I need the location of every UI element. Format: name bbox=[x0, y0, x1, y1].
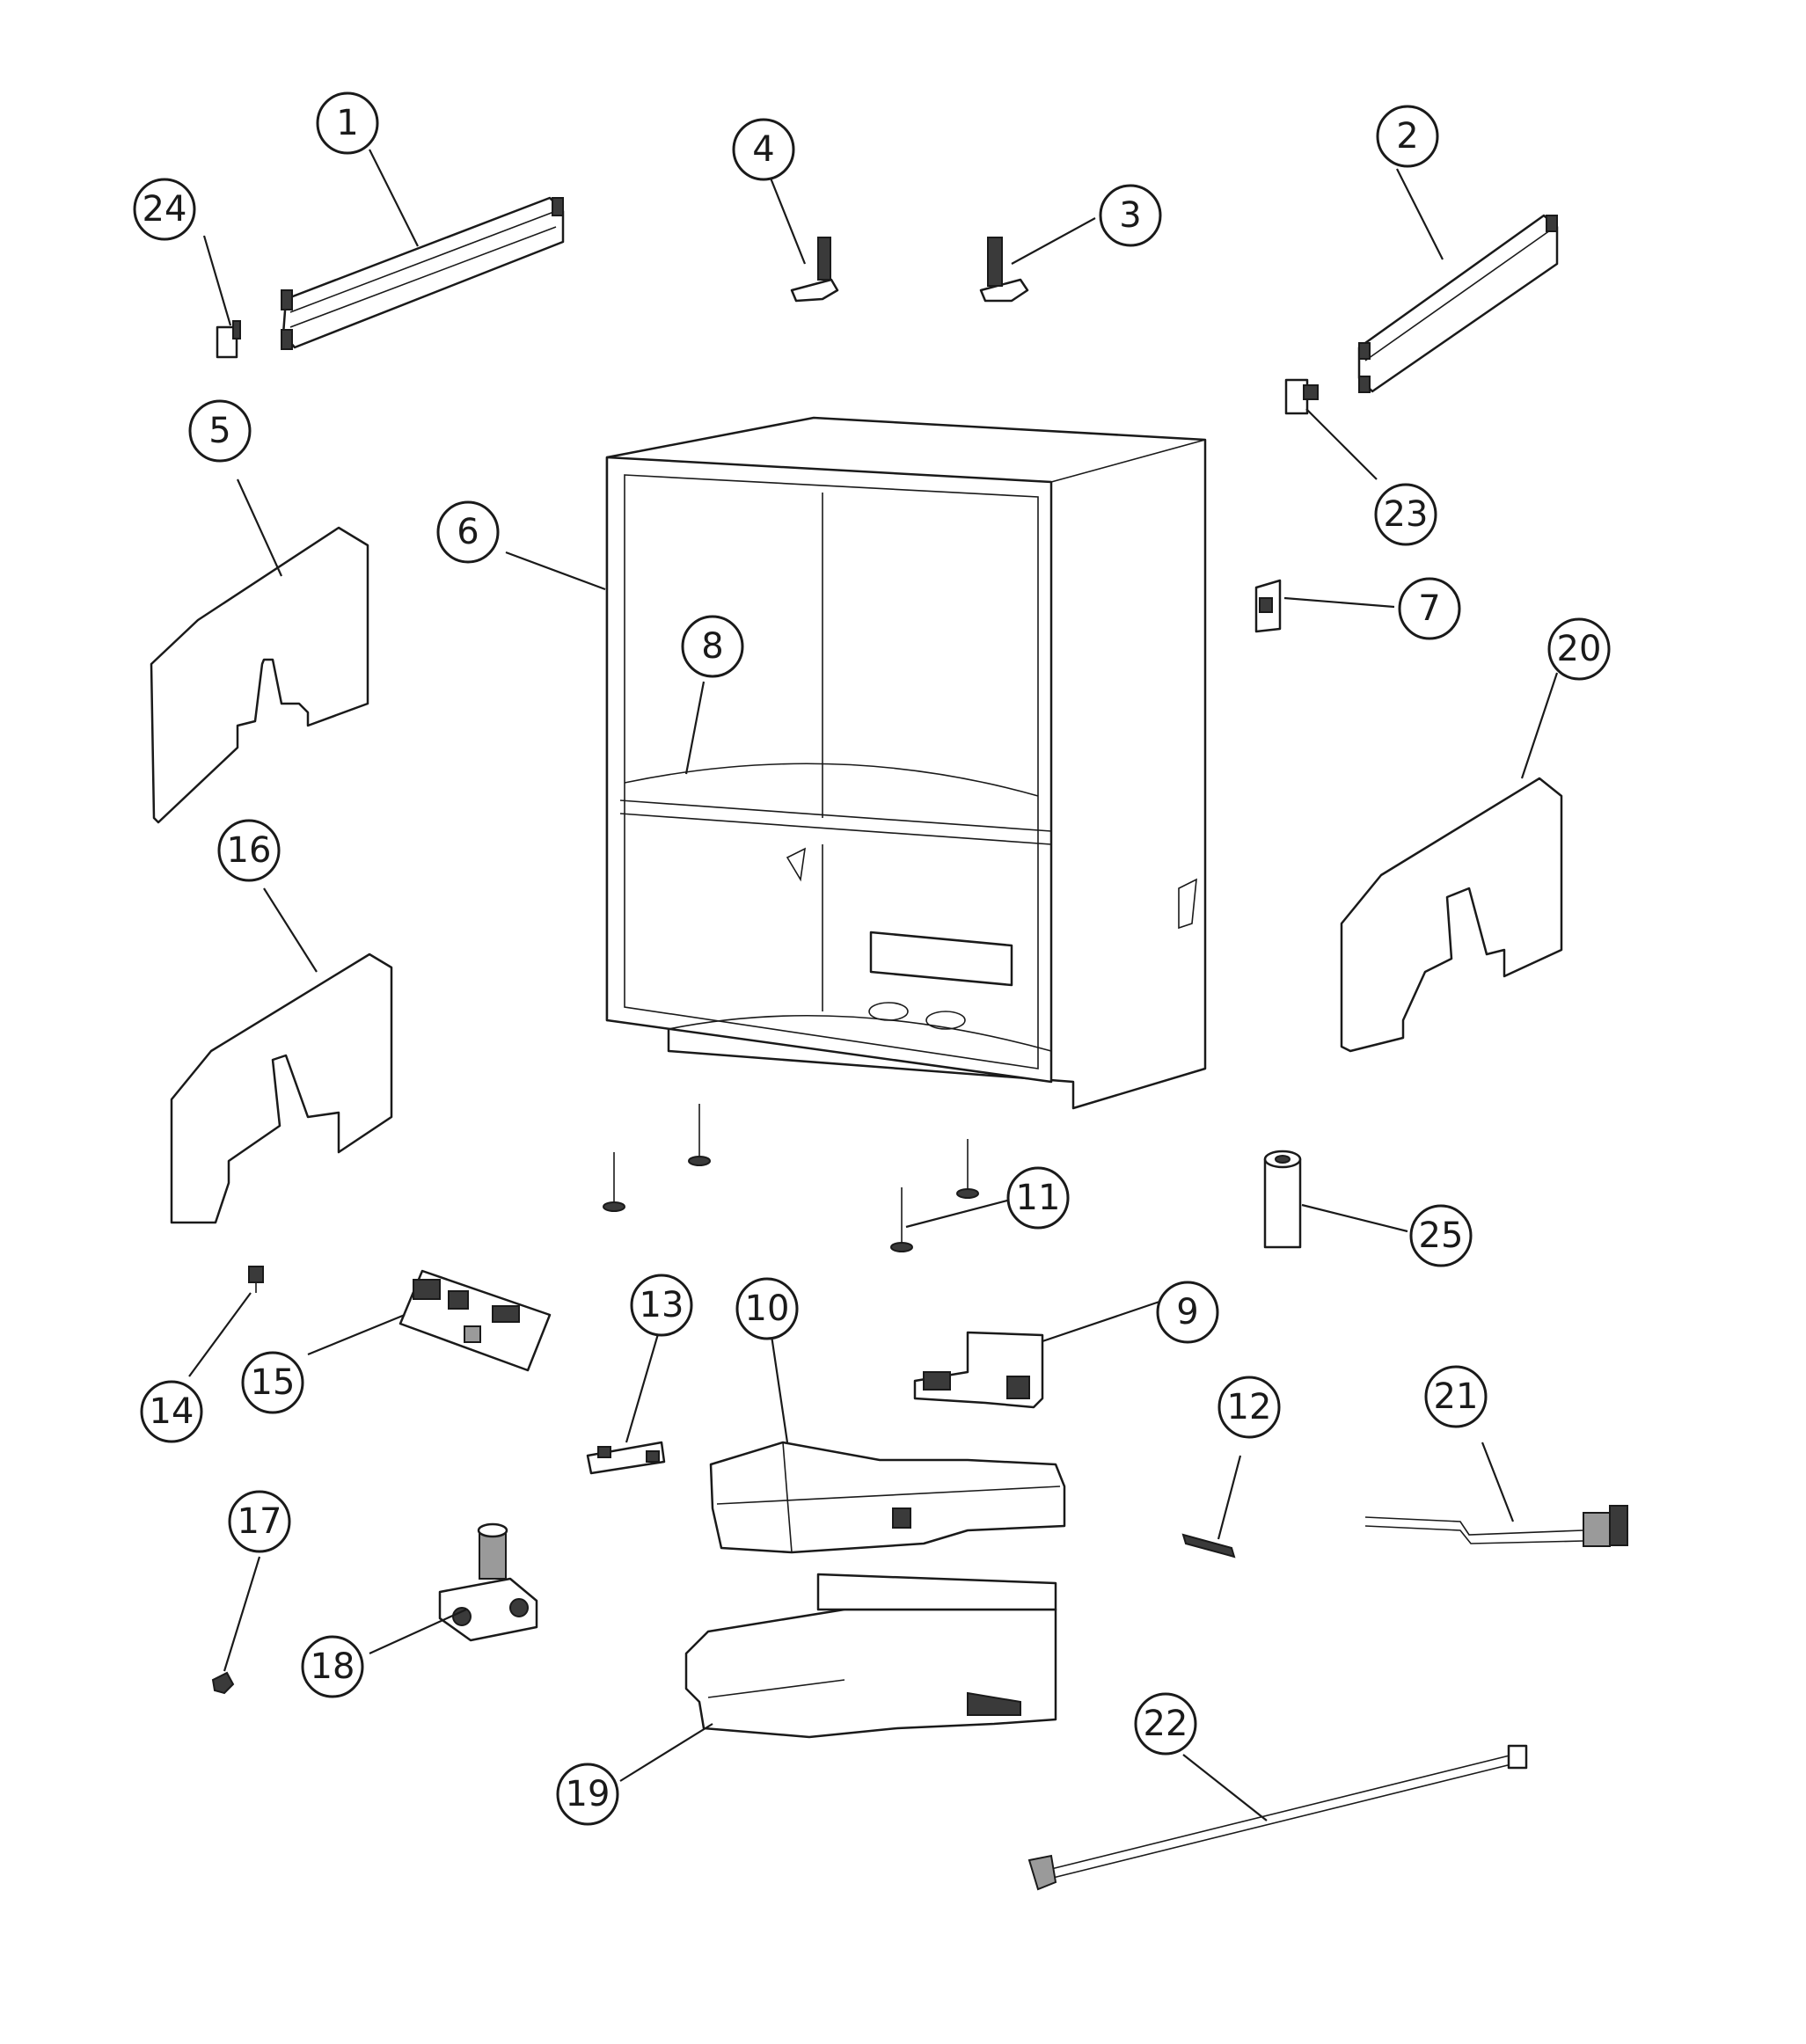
svg-text:24: 24 bbox=[143, 189, 187, 230]
part-10-dispenser bbox=[709, 1441, 1066, 1554]
svg-text:2: 2 bbox=[1396, 116, 1418, 157]
callout-16: 16 bbox=[217, 819, 281, 882]
svg-text:13: 13 bbox=[640, 1285, 684, 1325]
callout-11: 11 bbox=[1006, 1166, 1070, 1230]
callout-10: 10 bbox=[735, 1277, 799, 1340]
leader-lines bbox=[188, 149, 1559, 1821]
callout-17: 17 bbox=[228, 1490, 291, 1553]
callout-19: 19 bbox=[556, 1763, 619, 1826]
callout-24: 24 bbox=[133, 178, 196, 241]
callout-5: 5 bbox=[188, 399, 252, 463]
svg-text:12: 12 bbox=[1227, 1387, 1272, 1427]
callout-1: 1 bbox=[316, 91, 379, 155]
part-13-clip bbox=[586, 1441, 666, 1475]
part-2-rail bbox=[1357, 214, 1559, 393]
part-11-screws bbox=[603, 1104, 979, 1252]
svg-text:8: 8 bbox=[701, 626, 723, 667]
svg-text:19: 19 bbox=[566, 1774, 611, 1814]
svg-text:22: 22 bbox=[1144, 1704, 1188, 1744]
part-15-board bbox=[398, 1269, 552, 1372]
part-9-bracket bbox=[913, 1331, 1044, 1409]
svg-text:25: 25 bbox=[1419, 1215, 1464, 1256]
svg-text:7: 7 bbox=[1418, 588, 1440, 629]
svg-text:1: 1 bbox=[336, 103, 358, 143]
part-24-clip bbox=[216, 320, 241, 359]
callout-2: 2 bbox=[1376, 105, 1439, 168]
part-1-rail bbox=[281, 196, 565, 350]
callout-8: 8 bbox=[681, 615, 744, 678]
callout-22: 22 bbox=[1134, 1692, 1197, 1756]
callout-6: 6 bbox=[436, 500, 500, 564]
callout-21: 21 bbox=[1424, 1365, 1488, 1428]
part-18-valve bbox=[438, 1522, 538, 1642]
callout-20: 20 bbox=[1547, 617, 1611, 681]
svg-text:17: 17 bbox=[238, 1501, 282, 1542]
svg-text:15: 15 bbox=[251, 1362, 296, 1403]
svg-text:21: 21 bbox=[1434, 1376, 1479, 1417]
part-23-clip bbox=[1284, 378, 1319, 415]
callout-18: 18 bbox=[301, 1635, 364, 1698]
part-4-bracket bbox=[790, 237, 839, 303]
part-25-cylinder bbox=[1263, 1150, 1302, 1249]
callout-14: 14 bbox=[140, 1380, 203, 1443]
svg-text:23: 23 bbox=[1384, 494, 1429, 535]
svg-text:11: 11 bbox=[1016, 1178, 1061, 1218]
callout-13: 13 bbox=[630, 1274, 693, 1337]
part-16-panel bbox=[170, 953, 393, 1224]
part-14-screw bbox=[248, 1266, 264, 1293]
svg-text:5: 5 bbox=[208, 411, 230, 451]
svg-text:9: 9 bbox=[1176, 1292, 1198, 1332]
part-3-bracket bbox=[979, 237, 1029, 303]
svg-text:20: 20 bbox=[1557, 629, 1602, 669]
part-22-hose bbox=[1027, 1744, 1528, 1891]
callout-23: 23 bbox=[1374, 483, 1437, 546]
part-7-bracket bbox=[1254, 579, 1282, 633]
callout-3: 3 bbox=[1099, 184, 1162, 247]
svg-text:16: 16 bbox=[227, 830, 272, 871]
svg-text:10: 10 bbox=[745, 1288, 790, 1329]
callout-15: 15 bbox=[241, 1351, 304, 1414]
svg-text:6: 6 bbox=[457, 512, 479, 552]
callout-4: 4 bbox=[732, 118, 795, 181]
svg-text:3: 3 bbox=[1119, 195, 1141, 236]
callout-9: 9 bbox=[1156, 1281, 1219, 1344]
svg-text:4: 4 bbox=[752, 129, 774, 170]
part-19-base bbox=[684, 1573, 1057, 1739]
part-17-nut bbox=[211, 1671, 235, 1695]
callout-25: 25 bbox=[1409, 1204, 1473, 1267]
svg-text:18: 18 bbox=[311, 1646, 355, 1687]
callout-12: 12 bbox=[1217, 1376, 1281, 1439]
part-20-panel bbox=[1340, 777, 1563, 1053]
part-12-blade bbox=[1181, 1533, 1236, 1559]
part-5-panel bbox=[150, 526, 369, 824]
callout-7: 7 bbox=[1398, 577, 1461, 640]
svg-text:14: 14 bbox=[150, 1391, 194, 1432]
part-6-tub bbox=[605, 416, 1207, 1110]
part-21-harness bbox=[1364, 1505, 1628, 1547]
